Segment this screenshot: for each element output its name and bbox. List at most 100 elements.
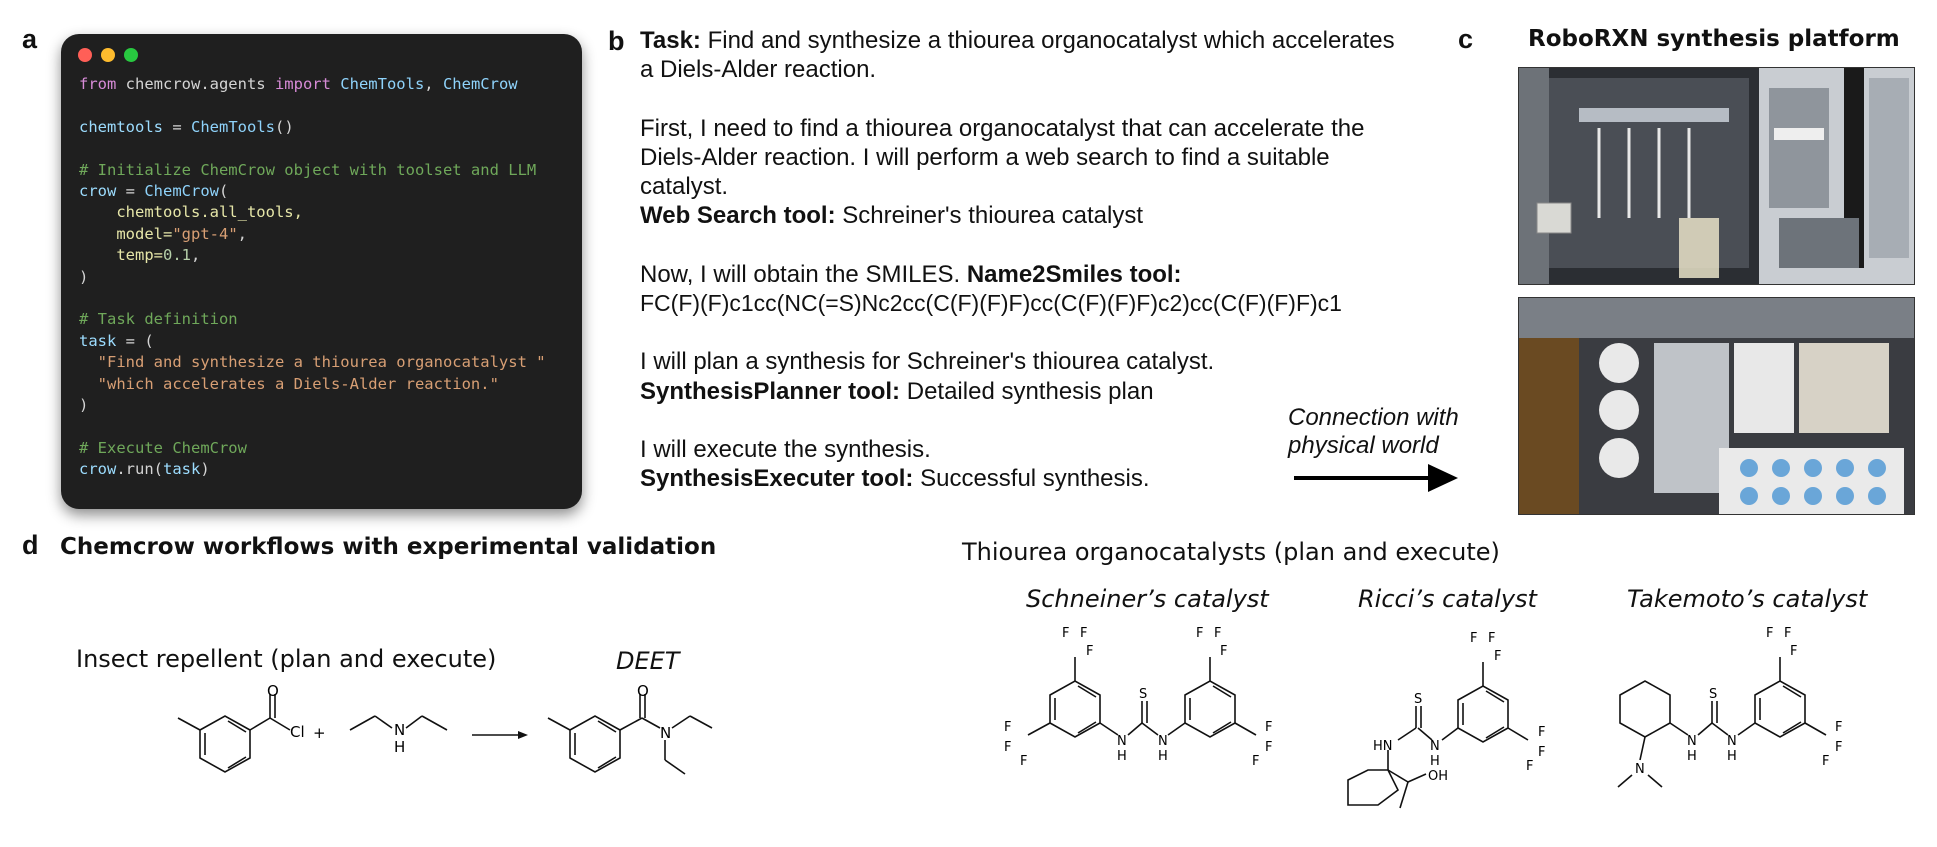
atom-label: F [1538, 745, 1545, 760]
connection-label-line: Connection with [1288, 404, 1459, 431]
code-comment: # Execute ChemCrow [79, 438, 247, 457]
code-token: ChemTools [191, 117, 275, 136]
roborxn-title: RoboRXN synthesis platform [1528, 26, 1900, 52]
step-synthesis-executer: I will execute the synthesis.SynthesisEx… [640, 435, 1410, 494]
atom-label: S [1414, 692, 1422, 707]
code-comment: # Task definition [79, 310, 238, 329]
tool-result: Successful synthesis. [913, 465, 1150, 493]
schreiner-catalyst-structure: F F F F F F N H S N H F F F F F F [1004, 626, 1272, 769]
code-token: , [424, 75, 443, 93]
tool-name: SynthesisPlanner tool: [640, 377, 901, 405]
step-text: First, I need to find a thiourea organoc… [640, 114, 1365, 201]
panel-letter-a: a [22, 24, 38, 54]
minimize-dot-icon [101, 48, 115, 62]
atom-label: F [1086, 644, 1093, 659]
atom-label: N [1430, 739, 1440, 754]
arrow-right-icon [1294, 464, 1458, 492]
panel-letter-b: b [608, 26, 625, 56]
atom-label: F [1470, 631, 1477, 646]
robot-photo-top [1518, 67, 1915, 285]
code-token: ) [79, 396, 89, 415]
code-token: ChemCrow [144, 182, 219, 201]
atom-label: N [1635, 762, 1645, 777]
atom-label: N [660, 724, 671, 742]
tool-result: Schreiner's thiourea catalyst [835, 202, 1143, 230]
code-token: task [79, 331, 117, 350]
code-token: , [237, 224, 247, 243]
step-text: I will execute the synthesis. [640, 435, 931, 463]
atom-label: S [1709, 687, 1717, 702]
takemoto-catalyst-structure: F F F F F F N H S N H N [1617, 626, 1842, 788]
code-token: crow [79, 460, 117, 479]
code-token: crow [79, 182, 117, 201]
code-token: "gpt-4" [172, 224, 238, 243]
code-token: ChemTools [330, 75, 425, 93]
insect-repellent-title: Insect repellent (plan and execute) [76, 645, 497, 673]
robot-photo-bottom-image [1519, 298, 1914, 514]
thiourea-title: Thiourea organocatalysts (plan and execu… [962, 538, 1500, 566]
panel-letter-d: d [22, 530, 39, 560]
atom-label: H [1158, 749, 1168, 764]
atom-label: N [1687, 734, 1697, 749]
code-block: from chemcrow.agents import ChemTools, C… [79, 74, 546, 481]
connection-label: Connection with physical world [1288, 404, 1459, 460]
atom-label: F [1784, 626, 1791, 641]
close-dot-icon [78, 48, 92, 62]
panel-letter-c: c [1458, 24, 1474, 54]
atom-label: F [1004, 740, 1011, 755]
atom-label: H [1687, 749, 1697, 764]
atom-label: F [1214, 626, 1221, 641]
code-token: ) [79, 267, 89, 286]
code-comment: # Initialize ChemCrow object with toolse… [79, 160, 537, 179]
atom-label: O [267, 682, 279, 700]
step-text: Now, I will obtain the SMILES. [640, 260, 967, 288]
tool-result: FC(F)(F)c1cc(NC(=S)Nc2cc(C(F)(F)F)cc(C(F… [640, 290, 1342, 317]
code-token: ( [218, 182, 229, 201]
deet-label: DEET [616, 647, 680, 675]
code-token: model= [79, 224, 173, 243]
ricci-catalyst-structure: F F F F F F N H S HN OH [1347, 631, 1545, 809]
atom-label: F [1488, 631, 1495, 646]
atom-label: F [1766, 626, 1773, 641]
task-statement: Task: Find and synthesize a thiourea org… [640, 26, 1410, 85]
atom-label: F [1265, 740, 1272, 755]
atom-label: N [1727, 734, 1737, 749]
code-token: chemcrow.agents [116, 75, 275, 93]
atom-label: O [637, 682, 649, 700]
atom-label: F [1080, 626, 1087, 641]
atom-label: N [394, 721, 405, 739]
tool-name: Name2Smiles tool: [966, 260, 1182, 288]
code-token: temp= [79, 246, 163, 265]
code-token: , [191, 246, 201, 265]
code-token: 0.1 [163, 246, 191, 265]
atom-label: H [1117, 749, 1127, 764]
arrow-right-icon [518, 731, 528, 739]
atom-label: H [394, 738, 405, 756]
atom-label: S [1139, 687, 1147, 702]
atom-label: F [1220, 644, 1227, 659]
atom-label: F [1252, 754, 1259, 769]
atom-label: F [1265, 720, 1272, 735]
atom-label: H [1727, 749, 1737, 764]
atom-label: F [1004, 720, 1011, 735]
atom-label: F [1062, 626, 1069, 641]
code-token: ) [200, 460, 210, 479]
code-token: = [163, 117, 191, 136]
tool-result: Detailed synthesis plan [900, 377, 1154, 405]
code-token: task [163, 460, 201, 479]
code-token: "Find and synthesize a thiourea organoca… [79, 353, 546, 372]
atom-label: F [1526, 759, 1533, 774]
code-token: "which accelerates a Diels-Alder reactio… [79, 374, 499, 393]
tool-name: Web Search tool: [640, 202, 836, 230]
step-name2smiles: Now, I will obtain the SMILES. Name2Smil… [640, 260, 1410, 319]
code-token: from [79, 75, 117, 93]
agent-trace: Task: Find and synthesize a thiourea org… [640, 26, 1410, 523]
code-token: () [275, 117, 294, 136]
robot-photo-top-image [1519, 68, 1914, 284]
code-token: = [116, 182, 145, 201]
code-token: = ( [116, 331, 154, 350]
robot-photo-bottom [1518, 297, 1915, 515]
connection-label-line: physical world [1288, 432, 1439, 459]
atom-label: Cl [290, 723, 305, 741]
code-token: import [274, 75, 331, 93]
